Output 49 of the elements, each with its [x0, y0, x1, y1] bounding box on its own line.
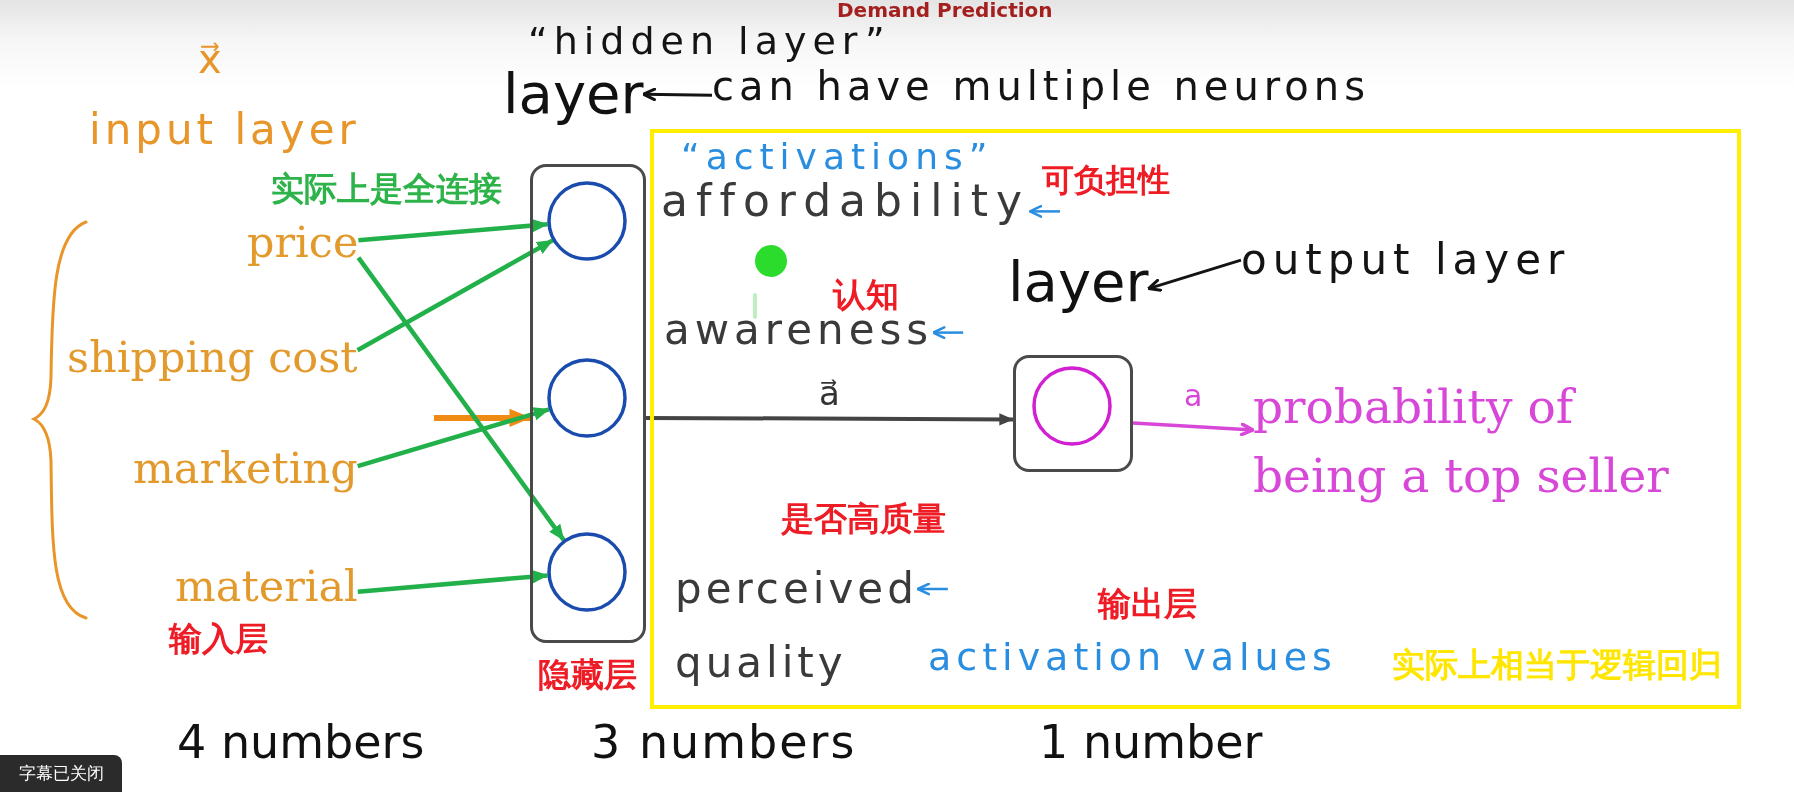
output-neuron-circle: [1032, 366, 1112, 446]
annotation-text: 输入层: [169, 620, 268, 658]
arrow: [1147, 258, 1242, 292]
activation-label: affordability: [661, 176, 1030, 227]
arrow: [357, 569, 549, 594]
annotation-text: 是否高质量: [781, 500, 946, 538]
neuron-circle: [547, 358, 627, 438]
handwritten-note: activation values: [928, 636, 1337, 680]
arrow: [356, 238, 554, 353]
output-description: probability of being a top seller: [1253, 372, 1733, 510]
subtitle-toast: 字幕已关闭: [0, 755, 122, 792]
arrow: [1028, 204, 1060, 218]
count-caption: 1 number: [1039, 716, 1263, 769]
annotation-text: 实际上是全连接: [271, 170, 502, 208]
handwritten-note: output layer: [1241, 236, 1571, 285]
annotation-text: 输出层: [1098, 585, 1197, 623]
handwritten-note: can have multiple neurons: [712, 63, 1371, 109]
output-unit-box: [1013, 355, 1133, 472]
activation-label: perceived quality: [675, 552, 918, 700]
arrow: [434, 408, 532, 427]
neuron-circle: [547, 181, 627, 261]
slide-title: Demand Prediction: [837, 0, 1053, 20]
annotation-text: 隐藏层: [538, 656, 637, 694]
layer-caption: input layer: [89, 106, 360, 155]
arrow: [642, 87, 713, 102]
arrow: [357, 407, 550, 469]
input-feature-label: price: [247, 218, 359, 268]
input-feature-label: material: [175, 562, 358, 612]
hidden-layer-box: [530, 164, 646, 643]
vector-symbol: x⃗: [198, 36, 222, 82]
arrow: [358, 218, 549, 243]
arrow: [646, 413, 1014, 426]
annotation-text: 认知: [833, 276, 899, 314]
arrow: [916, 582, 948, 596]
arrow: [1132, 421, 1255, 437]
neuron-circle: [547, 532, 627, 612]
arrow: [931, 326, 964, 340]
highlight-frame: [650, 129, 1741, 709]
input-feature-label: shipping cost: [67, 333, 358, 383]
count-caption: 3 numbers: [591, 716, 857, 769]
handwritten-note: “activations”: [681, 136, 994, 178]
handwritten-note: “hidden layer”: [528, 20, 891, 62]
arrow: [356, 256, 566, 542]
layer-heading: layer: [1008, 250, 1149, 315]
annotation-text: 可负担性: [1042, 162, 1170, 199]
layer-heading: layer: [503, 62, 644, 127]
count-caption: 4 numbers: [177, 716, 425, 769]
input-feature-label: marketing: [133, 444, 358, 494]
annotation-text: 实际上相当于逻辑回归: [1392, 646, 1722, 684]
